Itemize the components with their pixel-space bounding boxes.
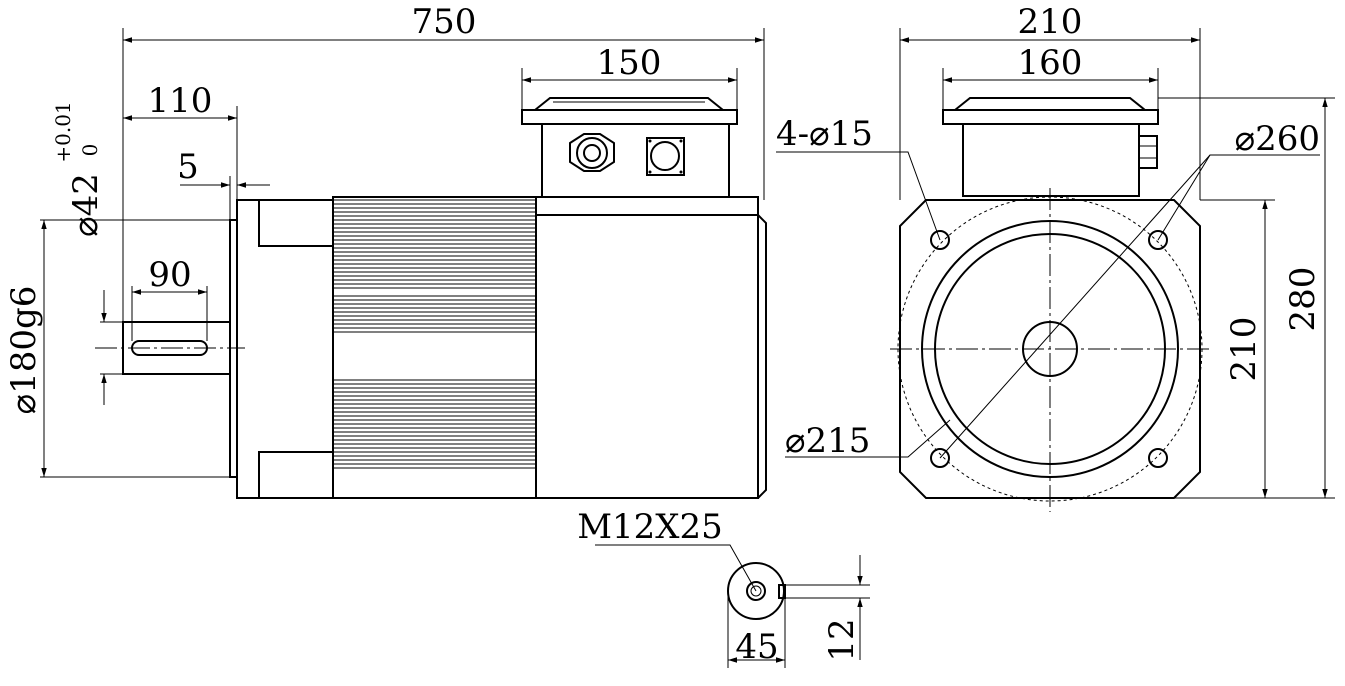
dim-flange-pcd: ⌀260 [1235, 119, 1320, 159]
dim-flange-step: 5 [177, 147, 199, 187]
mount-hole [1148, 230, 1168, 250]
dim-overall-length: 750 [412, 2, 477, 42]
mount-hole [1148, 448, 1168, 468]
flange-pocket-top [258, 199, 334, 247]
keyway-section: M12X25 45 12 [577, 507, 870, 668]
side-view: 750 150 110 5 90 ⌀180g6 ⌀42 +0.01 0 [4, 2, 767, 499]
cooling-fins [333, 199, 536, 469]
finned-body [332, 196, 537, 499]
connector-socket-icon [646, 137, 685, 176]
flange-pocket-bottom [258, 451, 334, 499]
rear-cap [757, 214, 767, 499]
dim-shaft-tol-lower: 0 [78, 144, 102, 157]
dim-spigot-pcd: ⌀215 [785, 421, 870, 461]
dim-section-width: 45 [735, 627, 778, 667]
terminal-box [521, 97, 738, 198]
dim-mount-holes: 4-⌀15 [776, 114, 873, 154]
dim-key-length: 90 [148, 255, 191, 295]
dim-shaft-diameter: ⌀42 [66, 173, 106, 237]
dim-center-height: 210 [1224, 317, 1264, 382]
cable-gland-side-icon [1138, 135, 1158, 169]
rear-cover [535, 196, 759, 499]
dim-terminal-box-width: 160 [1018, 43, 1083, 83]
dim-shaft-tol-upper: +0.01 [51, 101, 75, 162]
dim-shaft-length: 110 [148, 81, 213, 121]
mount-hole [930, 448, 950, 468]
flange [236, 199, 334, 499]
mount-hole [930, 230, 950, 250]
dim-overall-height: 280 [1283, 267, 1323, 332]
front-view: 210 160 4-⌀15 ⌀260 ⌀215 210 280 [776, 2, 1335, 512]
dim-front-width: 210 [1018, 2, 1083, 42]
dim-shaft-thread: M12X25 [577, 507, 723, 547]
dim-spigot-diameter: ⌀180g6 [4, 286, 44, 415]
front-terminal-box [942, 97, 1159, 197]
cable-gland-icon [569, 133, 615, 172]
dim-terminal-box-length: 150 [597, 43, 662, 83]
dim-key-width: 12 [822, 618, 862, 661]
